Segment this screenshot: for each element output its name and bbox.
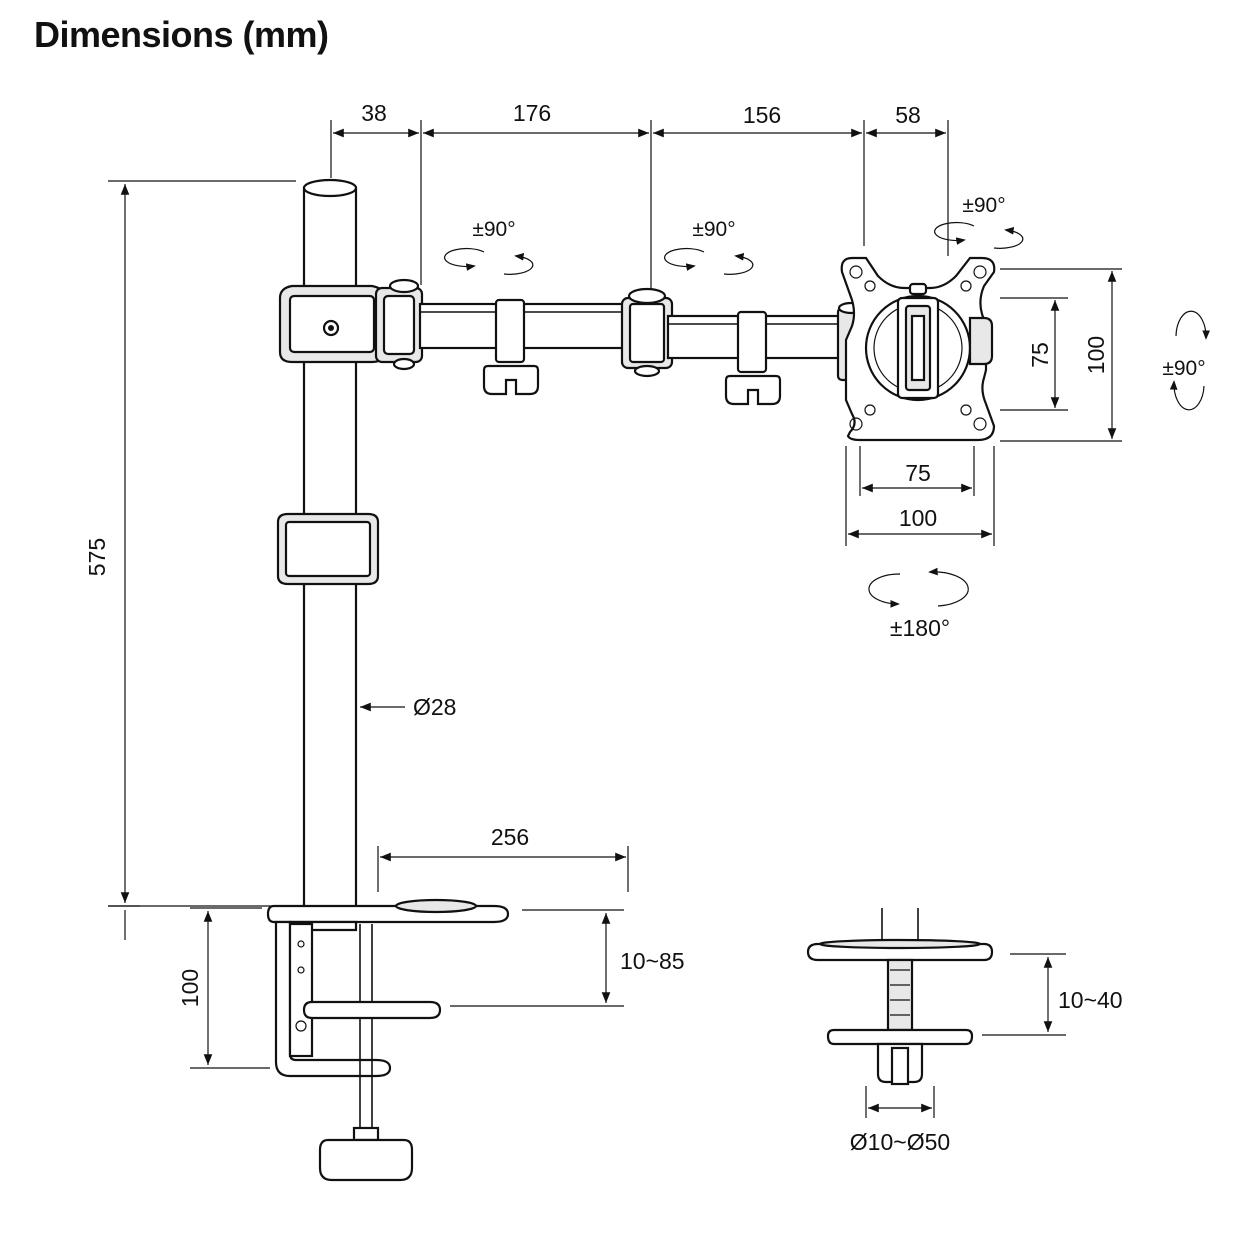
dim-clamp-height: 100 [177,969,203,1007]
base-plate-dimension: 256 [377,824,629,892]
grommet-hole-dimension: Ø10~Ø50 [850,1086,950,1155]
pole-height-dimension: 575 [84,180,296,907]
dim-clamp-range: 10~85 [620,948,685,974]
pole-diameter-callout: Ø28 [360,694,456,720]
dim-arm-seg-4: 58 [895,102,921,128]
pole-collar [278,284,386,364]
grommet-mount [806,908,994,1086]
rot-joint-2: ±90° [692,218,735,241]
dim-pole-diameter: Ø28 [413,694,456,720]
vesa-vertical-dimensions: 75 100 [1000,268,1122,442]
dim-arm-seg-2: 176 [513,100,551,126]
dim-vesa-small-w: 75 [905,460,931,486]
rot-plate: ±180° [890,615,950,641]
dim-grommet-hole: Ø10~Ø50 [850,1129,950,1155]
grommet-range-dimension: 10~40 [982,953,1123,1036]
rot-head-swivel: ±90° [962,194,1005,217]
clamp-height-dimension: 100 [108,905,270,1069]
dim-vesa-large-h: 100 [1083,336,1109,374]
plate-rotation: ±180° [868,567,969,641]
dim-grommet-range: 10~40 [1058,987,1123,1013]
head-rotate-rotation: ±90° [1162,310,1211,411]
head-swivel-rotation: ±90° [934,194,1024,249]
dim-arm-seg-1: 38 [361,100,387,126]
pole-cable-clip [276,512,380,586]
vesa-horizontal-dimensions: 75 100 [845,446,995,546]
vesa-plate [840,256,996,442]
joint-2-rotation: ±90° [664,218,754,275]
dim-arm-seg-3: 156 [743,102,781,128]
top-dimension-chain: 38 176 156 58 [330,100,949,290]
desk-clamp [266,898,510,1182]
joint-1-rotation: ±90° [444,218,534,275]
clamp-range-dimension: 10~85 [450,909,685,1007]
dim-pole-height: 575 [84,538,110,576]
arm [374,278,866,406]
page-title: Dimensions (mm) [34,14,329,55]
dim-base-plate-width: 256 [491,824,529,850]
rot-joint-1: ±90° [472,218,515,241]
rot-head-rotate: ±90° [1162,357,1205,380]
dim-vesa-small-h: 75 [1027,342,1053,368]
dim-vesa-large-w: 100 [899,505,937,531]
